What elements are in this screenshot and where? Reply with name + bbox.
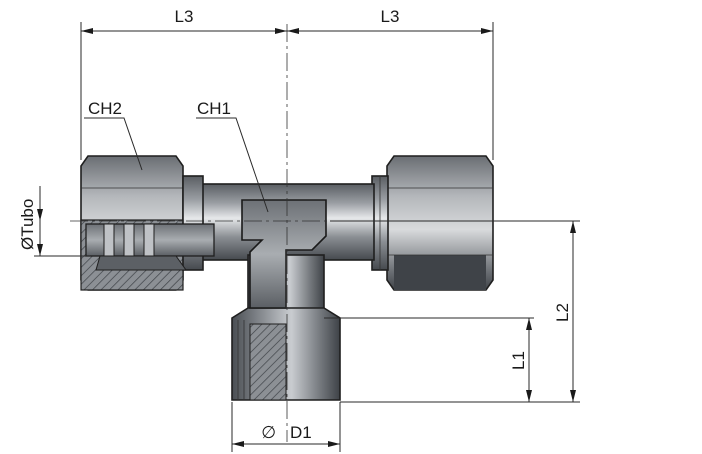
dimension-tubo: ØTubo <box>18 186 90 257</box>
ch2-callout: CH2 <box>84 99 143 171</box>
branch-section-hatch <box>249 323 287 401</box>
l3-left-label: L3 <box>175 7 194 26</box>
ch2-label: CH2 <box>88 99 122 118</box>
d1-diameter-symbol: ∅ <box>261 423 276 442</box>
d1-label: D1 <box>290 423 312 442</box>
dimension-d1: ∅ D1 <box>231 402 341 452</box>
dimension-l3: L3 L3 <box>80 7 494 160</box>
dimension-l1: L1 <box>324 317 534 402</box>
internal-channel <box>241 199 327 309</box>
ch1-label: CH1 <box>197 99 231 118</box>
right-nut-shadow-face <box>394 255 486 290</box>
dimension-l2: L2 <box>330 220 580 403</box>
tube <box>85 223 215 271</box>
l1-label: L1 <box>509 351 528 370</box>
l2-label: L2 <box>553 303 572 322</box>
l3-right-label: L3 <box>381 7 400 26</box>
tubo-label: ØTubo <box>18 199 37 250</box>
ch1-callout: CH1 <box>196 99 269 213</box>
right-nut <box>386 155 494 291</box>
